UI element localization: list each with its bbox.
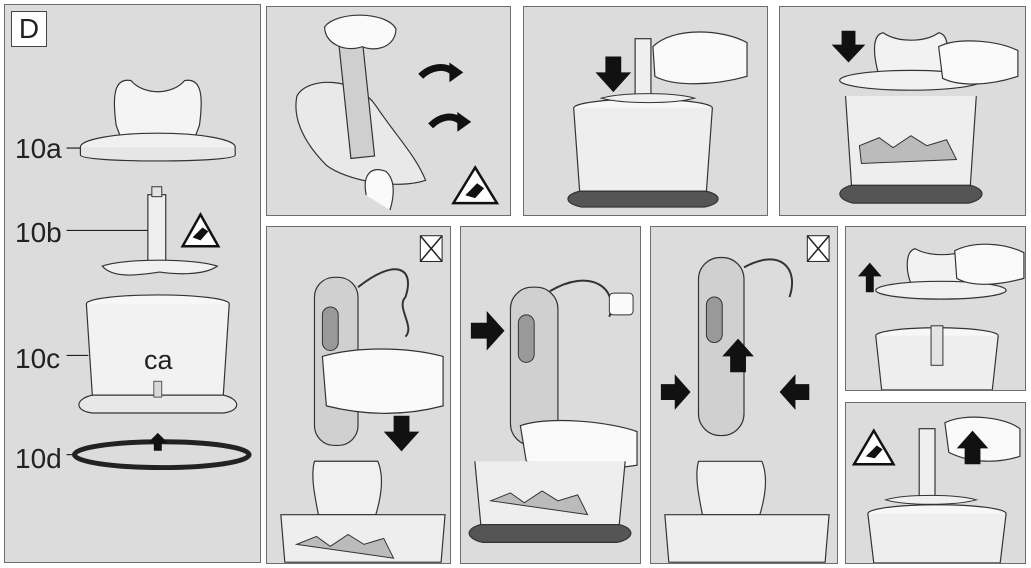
arrow-up-icon xyxy=(148,433,168,451)
hand-warning-icon xyxy=(453,167,497,203)
no-plug-icon xyxy=(420,236,442,262)
hand-warning-icon xyxy=(183,215,219,247)
parts-panel: D 10 xyxy=(4,4,261,563)
no-plug-icon xyxy=(807,236,829,262)
part-label-10b: 10b xyxy=(15,217,62,249)
seal-ring-part xyxy=(74,433,249,468)
bowl-mark: ca xyxy=(144,345,173,376)
step-insert-blade xyxy=(523,6,768,216)
part-label-10a: 10a xyxy=(15,133,62,165)
lid-part xyxy=(80,80,235,161)
step-remove-lid xyxy=(845,226,1026,391)
step-remove-blade xyxy=(845,402,1026,564)
part-label-10c: 10c xyxy=(15,343,60,375)
step-press-switch xyxy=(460,226,641,564)
part-label-10d: 10d xyxy=(15,443,62,475)
step-attach-lid xyxy=(779,6,1026,216)
arrow-left-icon xyxy=(780,374,810,410)
arrow-right-icon xyxy=(661,374,691,410)
parts-illustration xyxy=(5,5,260,562)
arrow-down-icon xyxy=(832,31,866,63)
arrow-down-icon xyxy=(595,57,631,93)
curved-arrow-icon xyxy=(421,67,454,76)
hand-warning-icon xyxy=(854,431,894,465)
step-release-motor xyxy=(650,226,838,564)
step-remove-blade-cover xyxy=(266,6,511,216)
arrow-right-icon xyxy=(471,311,505,351)
arrow-down-icon xyxy=(384,416,420,452)
step-attach-motor xyxy=(266,226,451,564)
